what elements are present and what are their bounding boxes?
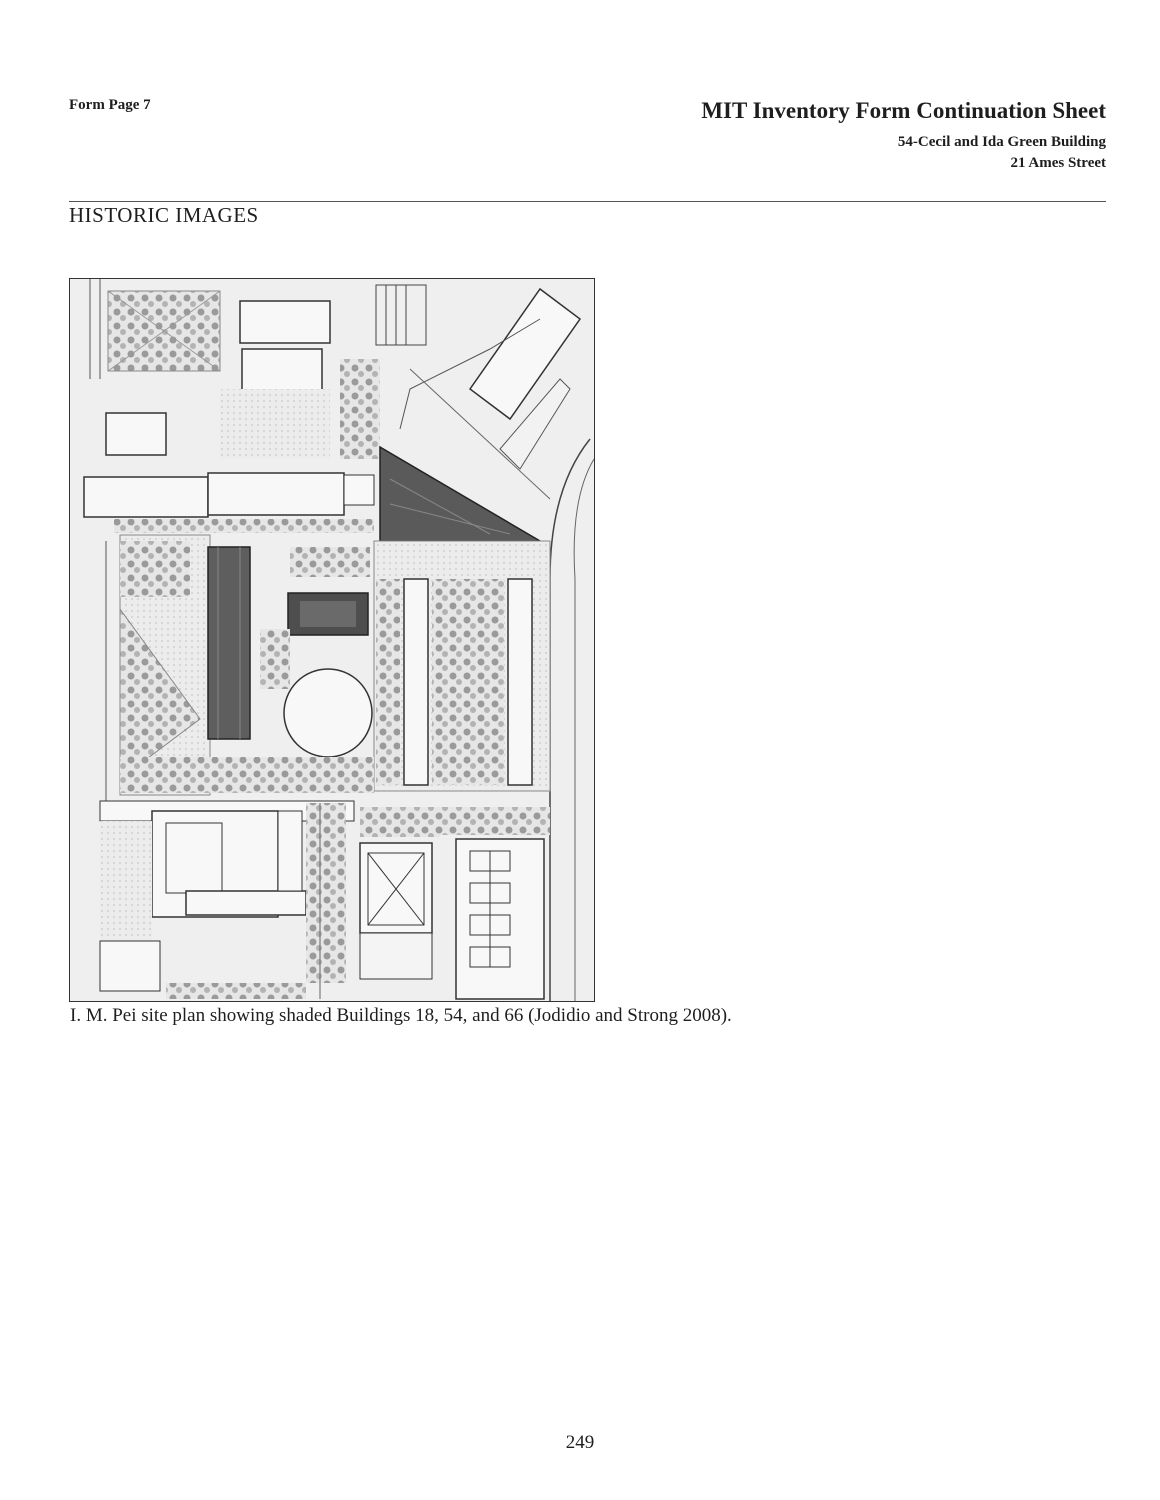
page-number: 249: [565, 1432, 595, 1453]
sheet-title: MIT Inventory Form Continuation Sheet: [701, 98, 1106, 123]
section-title: HISTORIC IMAGES: [69, 203, 259, 227]
street-address: 21 Ames Street: [1010, 155, 1106, 171]
building-name: 54-Cecil and Ida Green Building: [897, 134, 1106, 150]
figure-caption: I. M. Pei site plan showing shaded Build…: [70, 1005, 732, 1026]
header-divider: [69, 201, 1106, 202]
form-page-label: Form Page 7: [69, 97, 151, 113]
site-plan-drawing: [70, 279, 594, 1001]
site-plan-figure: [69, 278, 595, 1002]
header-block: MIT Inventory Form Continuation Sheet 54…: [701, 96, 1106, 174]
